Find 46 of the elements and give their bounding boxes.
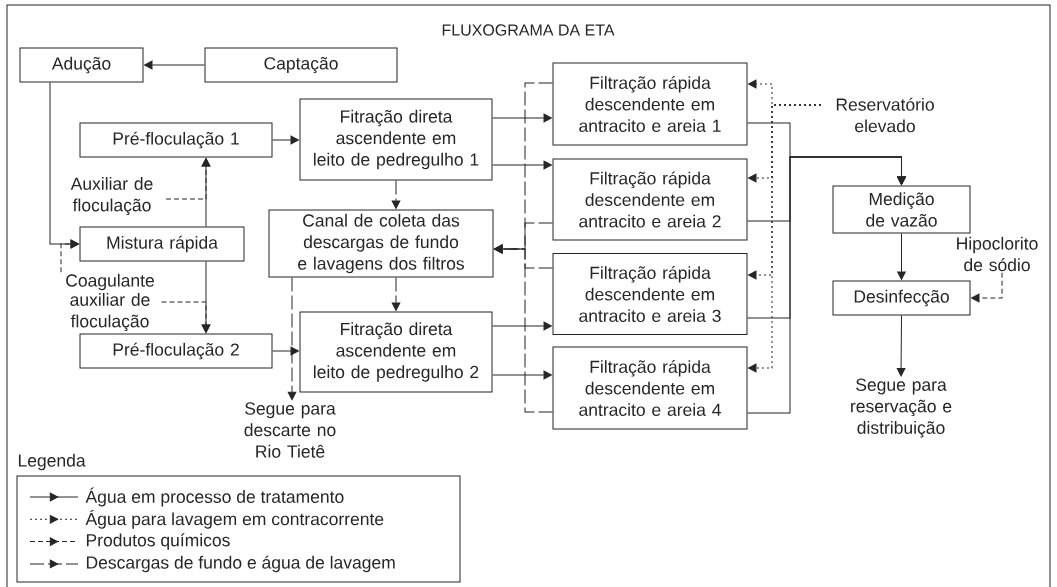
arrow	[144, 60, 205, 70]
process-box: Filtração rápida descendente em antracito e areia 2	[552, 158, 748, 241]
arrow	[492, 321, 552, 331]
flow-text: Coagulante	[66, 273, 154, 291]
flow-text: auxiliar de floculação	[70, 293, 150, 331]
arrow	[492, 370, 552, 380]
process-box: Fitração direta ascendente em leito de pedregulho 1	[299, 98, 493, 181]
process-box: Pré-floculação 1	[79, 122, 273, 158]
arrow	[896, 315, 906, 377]
process-box: Medição de vazão	[832, 185, 971, 234]
process-box: Mistura rápida	[79, 226, 245, 262]
process-box: Canal de coleta das descargas de fundo e lavagens dos filtros	[268, 209, 494, 278]
arrow	[492, 113, 552, 123]
arrow	[272, 346, 299, 356]
process-box: Captação	[204, 47, 398, 83]
flow-text: Hipoclorito de sódio	[957, 236, 1038, 272]
arrow	[748, 104, 822, 373]
title: FLUXOGRAMA DA ETA	[442, 24, 615, 36]
arrow	[747, 156, 906, 414]
flow-text: Auxiliar de floculação	[70, 177, 153, 215]
process-box: Adução	[19, 47, 144, 83]
legend-text: Descargas de fundo e água de lavagem	[86, 555, 395, 573]
arrow	[492, 160, 552, 170]
arrow	[161, 301, 211, 333]
arrow	[287, 277, 297, 401]
arrow	[391, 180, 401, 209]
legend-text: Água em processo de tratamento	[85, 487, 344, 507]
process-box: Filtração rápida descendente em antracito e areia 1	[552, 62, 748, 146]
arrow	[165, 158, 211, 200]
process-box: Filtração rápida descendente em antracito e areia 3	[552, 253, 748, 335]
arrow	[971, 272, 1003, 303]
process-box: Filtração rápida descendente em antracito e areia 4	[552, 346, 748, 430]
legend-text: Produtos químicos	[86, 533, 230, 550]
arrow	[272, 135, 299, 145]
flow-text: Segue para descarte no Rio Tietê	[244, 402, 336, 458]
process-box: Fitração direta ascendente em leito de pedregulho 2	[299, 311, 493, 393]
process-box: Pré-floculação 2	[79, 333, 273, 369]
arrow	[391, 277, 401, 311]
legend-heading: Legenda	[18, 453, 86, 471]
process-box: Desinfecção	[832, 280, 971, 316]
flow-text: Segue para reservação e distribuição	[851, 378, 952, 438]
arrow	[494, 244, 553, 413]
legend-text: Água para lavagem em contracorrente	[85, 509, 384, 529]
flow-text: Reservatório elevado	[836, 97, 934, 133]
arrow	[60, 239, 79, 273]
arrow	[897, 233, 906, 280]
